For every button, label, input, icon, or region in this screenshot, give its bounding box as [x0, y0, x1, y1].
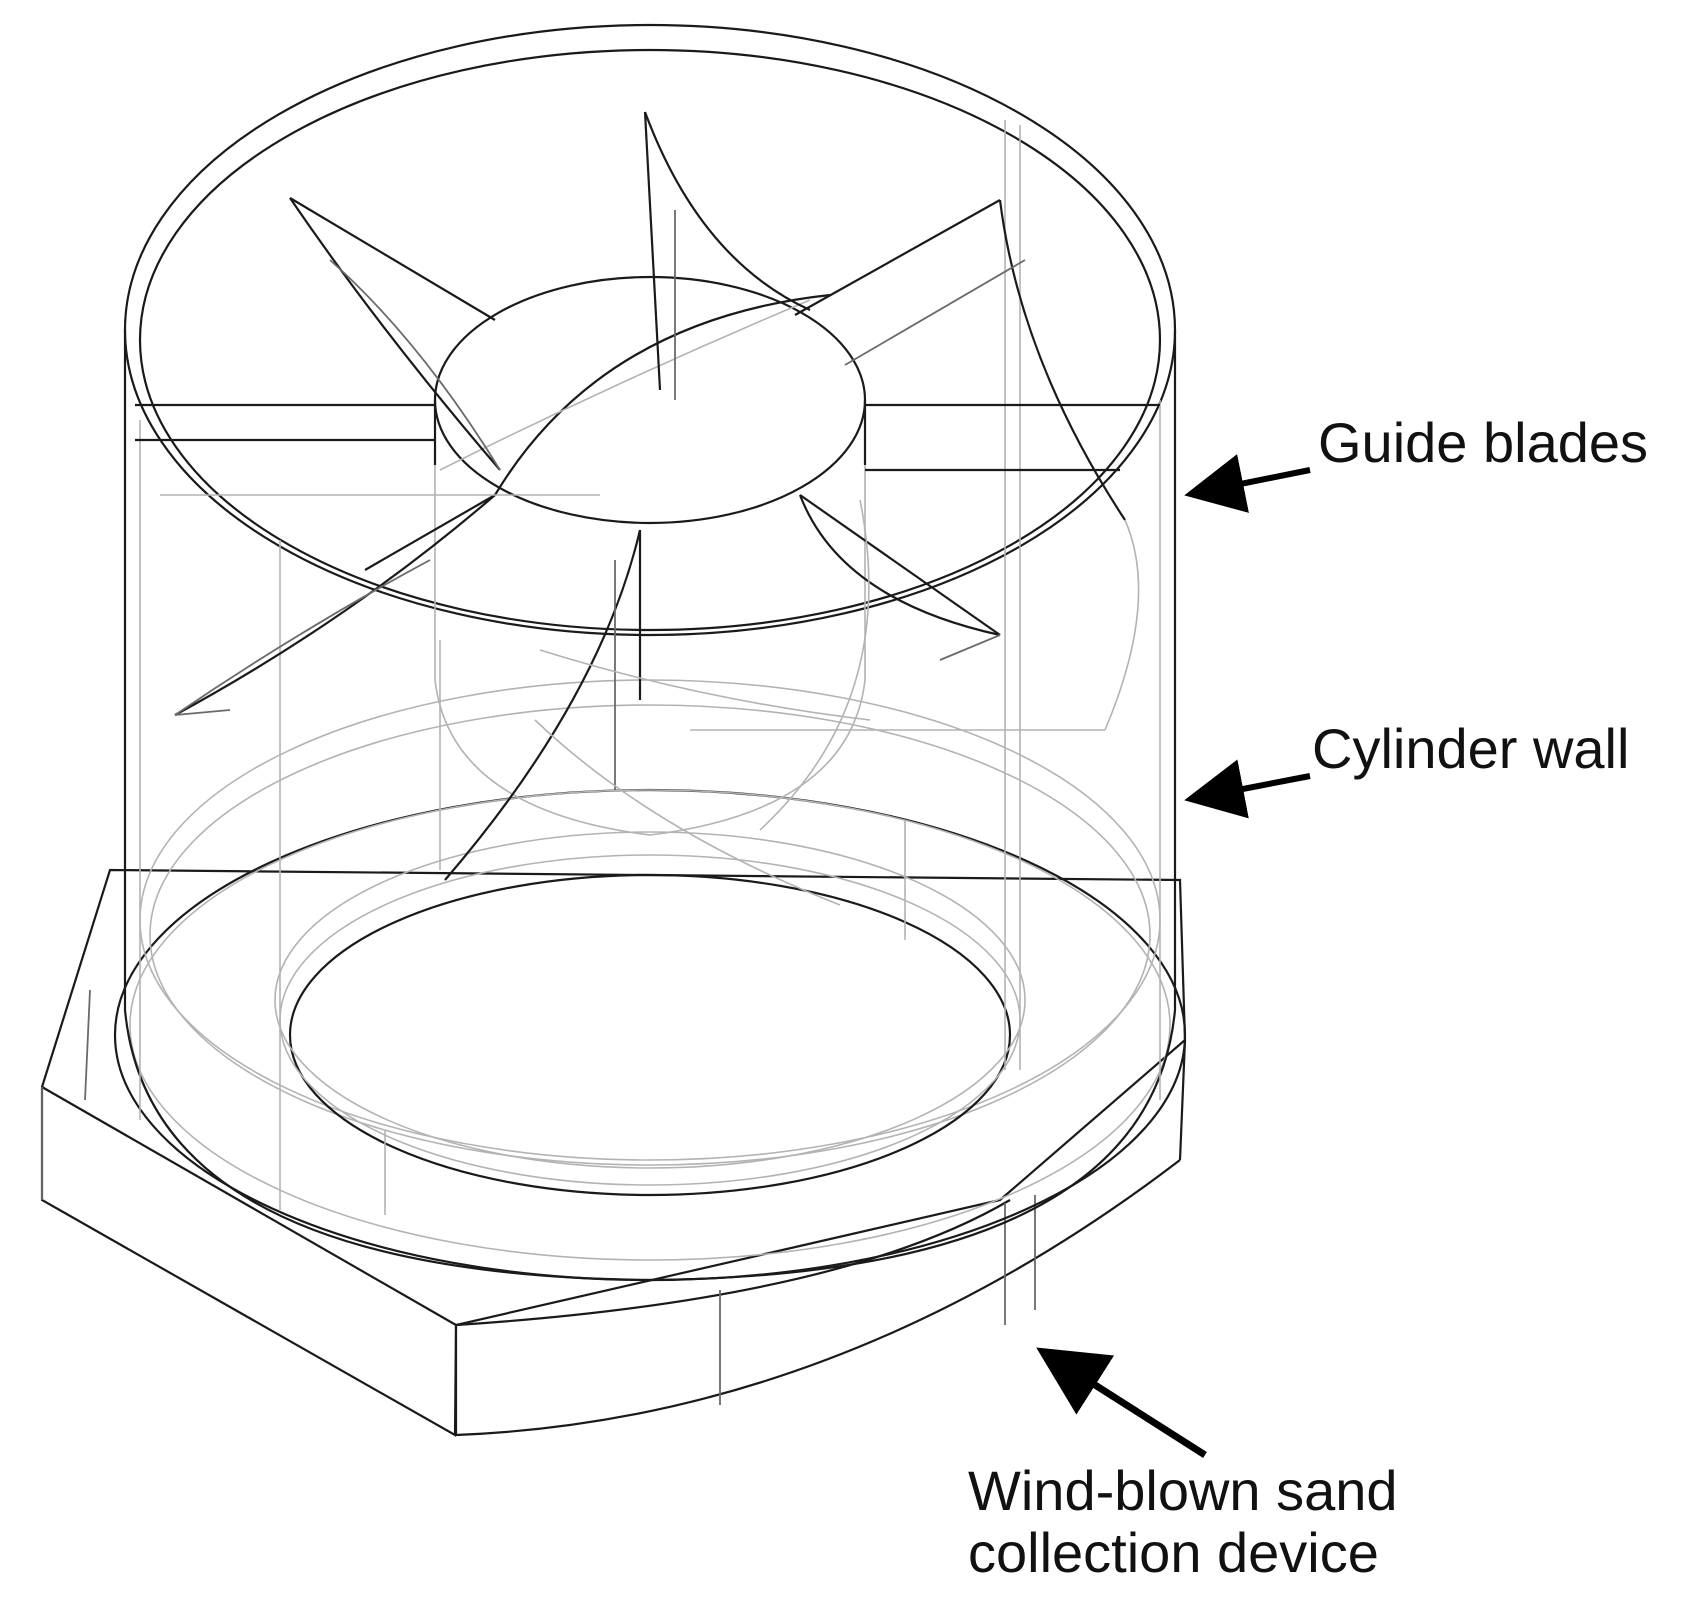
cylinder-wall — [123, 23, 1177, 1282]
cylinder-wall-label: Cylinder wall — [1312, 717, 1630, 780]
base-rings — [113, 679, 1187, 1282]
device-arrow — [1036, 1347, 1207, 1458]
guide-blades — [135, 111, 1160, 906]
device-label-line-1: Wind-blown sand — [968, 1459, 1398, 1522]
cylinder-wall-arrow — [1184, 759, 1311, 819]
device-label-line-2: collection device — [968, 1521, 1379, 1584]
central-hub — [433, 275, 867, 836]
guide-blades-label: Guide blades — [1318, 411, 1649, 474]
sand-collection-device-label: Wind-blown sand collection device — [968, 1460, 1398, 1584]
base-box — [40, 868, 1187, 1437]
guide-blades-arrow — [1184, 454, 1311, 513]
